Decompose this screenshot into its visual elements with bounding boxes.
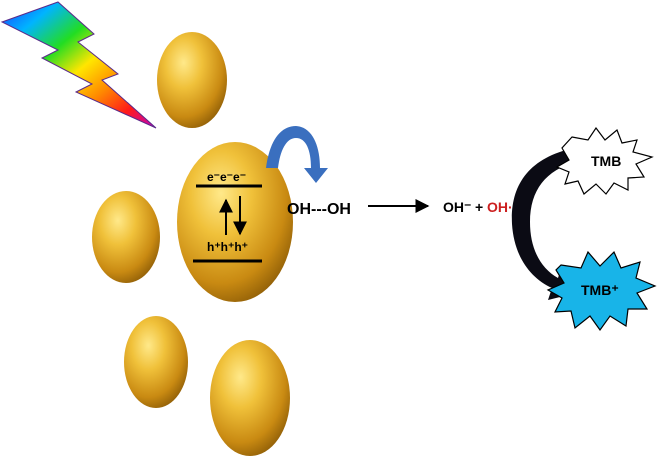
curved-blue-arrow bbox=[266, 126, 328, 183]
tmb-plus-label: TMB⁺ bbox=[581, 282, 619, 298]
plus-sign: + bbox=[475, 199, 483, 215]
gold-nanoparticle-top bbox=[157, 32, 227, 128]
hydrogen-peroxide-label: OH---OH bbox=[287, 201, 351, 218]
tmb-plus-starburst-shape bbox=[546, 250, 657, 332]
gold-nanoparticle-bottom-left bbox=[124, 316, 188, 408]
tmb-starburst-shape bbox=[555, 126, 654, 195]
holes-label: h⁺h⁺h⁺ bbox=[207, 240, 248, 254]
tmb-label: TMB bbox=[591, 153, 621, 169]
gold-nanoparticle-left bbox=[92, 191, 160, 283]
hydroxide-ion-label: OH⁻ bbox=[443, 199, 471, 215]
electrons-label: e⁻e⁻e⁻ bbox=[207, 170, 246, 184]
gold-nanoparticle-bottom-right bbox=[210, 340, 290, 456]
rainbow-lightning-bolt-icon bbox=[0, 1, 157, 129]
hydroxyl-radical-label: OH· bbox=[487, 199, 513, 215]
oxidation-curved-arrow bbox=[511, 148, 580, 300]
